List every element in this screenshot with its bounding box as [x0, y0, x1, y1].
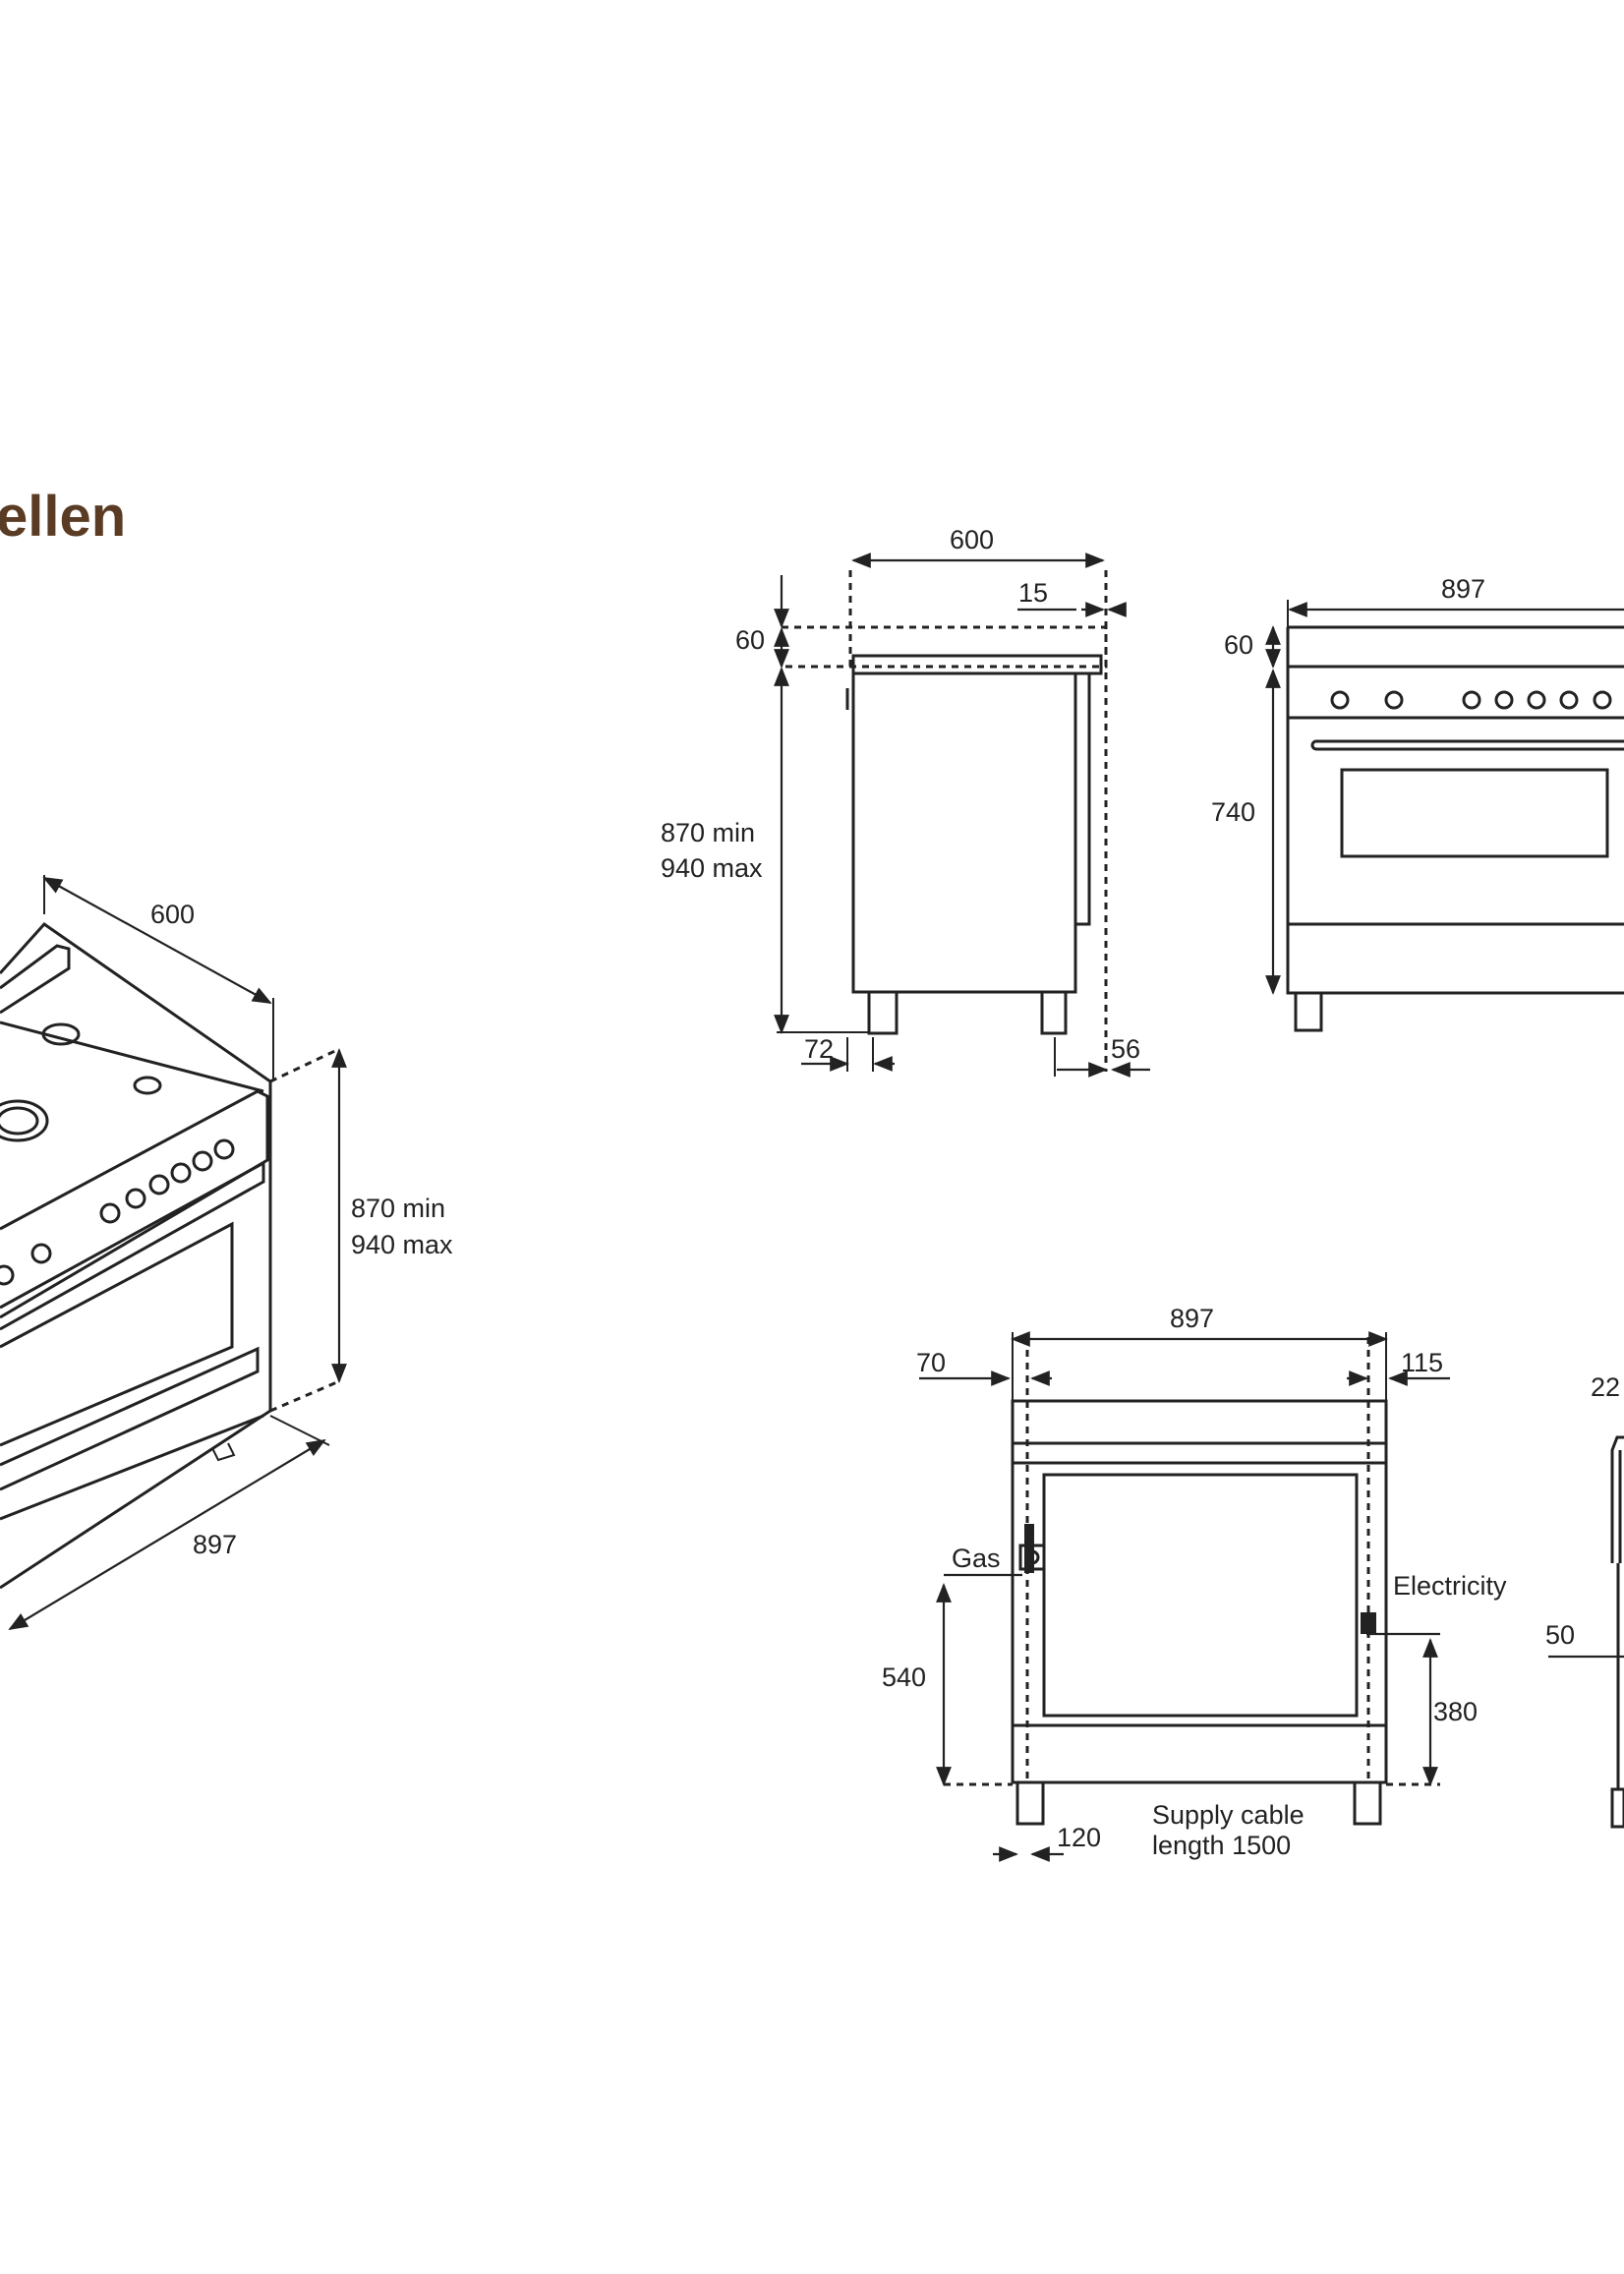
front-body-height-label: 740 [1211, 797, 1255, 827]
rear-foot-offset-label: 120 [1057, 1823, 1101, 1852]
partial-top-label: 22 [1591, 1372, 1620, 1402]
supply-cable-label-line2: length 1500 [1152, 1831, 1291, 1860]
rear-view: 70 897 115 Gas Electricity 540 380 120 S… [882, 1304, 1507, 1862]
right-partial-view: 22 50 [1545, 1372, 1624, 1829]
iso-width-label: 897 [193, 1530, 237, 1559]
front-upstand-label: 60 [1224, 630, 1253, 660]
gas-label: Gas [952, 1544, 1001, 1573]
iso-view: 600 897 870 min 940 max [0, 875, 453, 1631]
side-view: 600 15 60 870 min 940 max 72 56 [661, 525, 1150, 1078]
supply-cable-label-line1: Supply cable [1152, 1800, 1305, 1830]
partial-side-label: 50 [1545, 1620, 1575, 1650]
page-title: ellen [0, 485, 126, 549]
iso-depth-label: 600 [150, 900, 195, 929]
electricity-label: Electricity [1393, 1571, 1507, 1601]
side-foot-front-label: 72 [804, 1034, 834, 1064]
side-height-min-label: 870 min [661, 818, 755, 847]
side-foot-back-label: 56 [1111, 1034, 1140, 1064]
side-back-offset-label: 15 [1018, 578, 1048, 608]
side-height-max-label: 940 max [661, 853, 763, 883]
front-width-label: 897 [1441, 574, 1485, 604]
iso-height-max-label: 940 max [351, 1230, 453, 1259]
rear-width-label: 897 [1170, 1304, 1214, 1333]
electricity-height-label: 380 [1433, 1697, 1478, 1726]
rear-left-offset-label: 70 [916, 1348, 946, 1377]
gas-height-label: 540 [882, 1662, 926, 1692]
front-view: 897 60 740 [1211, 574, 1624, 1032]
side-upstand-label: 60 [735, 625, 765, 655]
side-depth-label: 600 [950, 525, 994, 554]
iso-height-min-label: 870 min [351, 1194, 445, 1223]
rear-right-offset-label: 115 [1401, 1348, 1443, 1377]
